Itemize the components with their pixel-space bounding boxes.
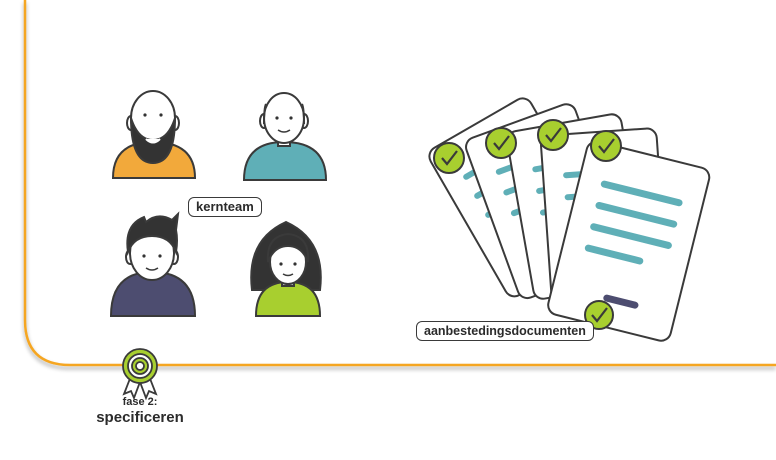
team-label: kernteam [188,197,262,217]
checkmark-icon [485,127,517,159]
document-icon [547,140,711,342]
phase-name: specificeren [96,409,184,426]
person-bearded-icon [111,90,197,179]
person-spiky-hair-icon [109,211,197,317]
documents-label: aanbestedingsdocumenten [416,321,594,341]
frame-border [23,0,776,367]
checkmark-icon [537,119,569,151]
phase-caption: fase 2: specificeren [70,396,210,427]
checkmark-icon [433,142,465,174]
checkmark-icon [590,130,622,162]
target-badge-icon [122,348,158,401]
person-woman-icon [250,220,322,317]
phase-number: fase 2: [122,396,158,408]
person-bald-icon [242,92,328,181]
